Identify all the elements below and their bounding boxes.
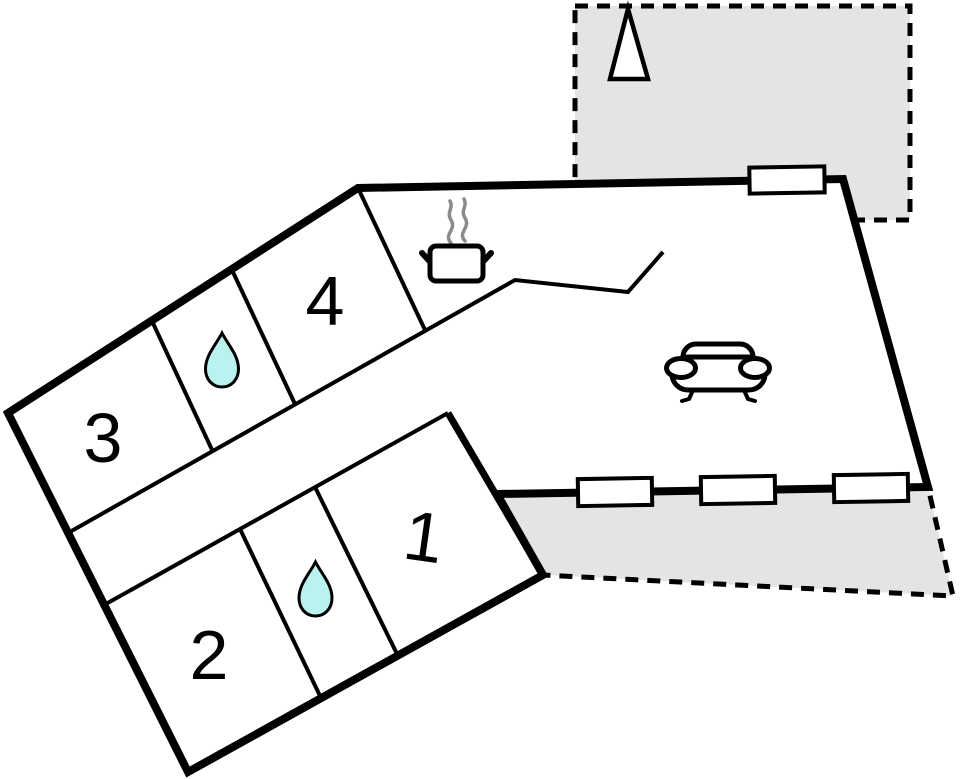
windows: [575, 164, 911, 509]
room-2-label: 2: [190, 616, 229, 694]
window: [575, 475, 655, 509]
wall-bath-room4: [230, 269, 297, 405]
wall-hallway-bottom: [103, 411, 449, 607]
wall-room3-bath: [150, 320, 215, 453]
sofa-icon: [664, 341, 772, 403]
steam-line: [446, 199, 455, 245]
wall-room1-end: [444, 411, 547, 577]
water-drop-icon: [203, 329, 241, 389]
room-3-label: 3: [84, 399, 123, 477]
window: [831, 471, 911, 505]
steam-line: [460, 197, 469, 243]
sofa-armrest-left: [664, 356, 698, 380]
wall-bath-room1: [313, 486, 400, 657]
tree-cone-icon: [607, 0, 651, 82]
wall-room4-kitchen: [356, 187, 427, 331]
sofa-armrest-right: [738, 356, 772, 380]
window: [747, 164, 827, 196]
pot-body: [427, 243, 486, 284]
room-4-label: 4: [306, 262, 345, 340]
cooking-pot-icon: [419, 197, 494, 284]
wall-room2-bath: [238, 528, 323, 699]
building-footprint: [8, 179, 928, 772]
water-drop-icon: [297, 558, 334, 618]
wall-hallway-top-and-kitchen-counter: [67, 250, 665, 535]
window: [698, 473, 778, 507]
interior-walls: [67, 187, 665, 699]
